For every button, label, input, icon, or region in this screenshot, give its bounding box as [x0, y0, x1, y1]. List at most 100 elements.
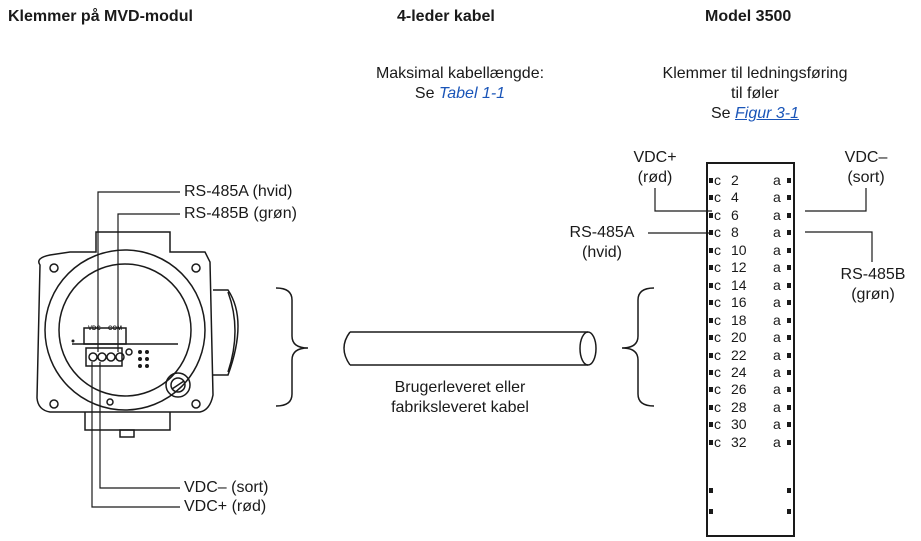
- table-link[interactable]: Tabel 1-1: [438, 85, 506, 102]
- terminal-number: 22: [731, 346, 747, 363]
- figure-reference: Se Figur 3-1: [645, 104, 865, 124]
- terminal-a-marker: [787, 300, 791, 306]
- model-rs485b-label: RS-485B: [840, 266, 906, 283]
- terminal-block: [706, 162, 795, 537]
- terminal-c-marker: [709, 247, 713, 253]
- cable-header: 4-leder kabel: [397, 8, 495, 25]
- mvd-rs485b-label: RS-485B (grøn): [184, 205, 297, 222]
- terminal-c-marker: [709, 369, 713, 375]
- model-wire-leaders: [648, 188, 873, 262]
- supplied-cable-label-2: fabriksleveret kabel: [391, 399, 529, 416]
- mvd-rs485a-label: RS-485A (hvid): [184, 183, 293, 200]
- terminal-c-marker: [709, 230, 713, 236]
- terminal-c-marker: [709, 195, 713, 201]
- terminal-c-label: c: [714, 346, 721, 363]
- terminal-c-label: c: [714, 363, 721, 380]
- terminal-a-label: a: [773, 172, 781, 188]
- terminal-a-label: a: [773, 363, 781, 380]
- terminal-a-label: a: [773, 398, 781, 415]
- terminal-number: 6: [731, 206, 739, 223]
- mvd-header: Klemmer på MVD-modul: [8, 8, 193, 25]
- model-header: Model 3500: [705, 8, 792, 25]
- terminal-c-marker: [709, 212, 713, 218]
- terminal-c-label: c: [714, 259, 721, 276]
- terminal-a-label: a: [773, 206, 781, 223]
- terminal-row: c 22 a: [709, 347, 792, 364]
- model-vdc-plus-color: (rød): [637, 169, 673, 186]
- terminal-c-marker: [709, 282, 713, 288]
- terminal-a-marker: [787, 247, 791, 253]
- terminal-c-label: c: [714, 311, 721, 328]
- figure-link[interactable]: Figur 3-1: [735, 105, 800, 122]
- terminal-number: 4: [731, 189, 739, 206]
- terminal-number: 30: [731, 416, 747, 433]
- terminal-markers: [709, 488, 791, 514]
- terminal-a-marker: [787, 195, 791, 201]
- max-cable-length-label: Maksimal kabellængde:: [375, 65, 545, 82]
- terminal-c-marker: [709, 439, 713, 445]
- terminal-c-marker: [709, 265, 713, 271]
- terminal-a-marker: [787, 212, 791, 218]
- model-vdc-minus-color: (sort): [847, 169, 885, 186]
- terminal-a-marker: [787, 335, 791, 341]
- model-vdc-minus-label: VDC–: [844, 149, 888, 166]
- model-rs485a-label: RS-485A: [569, 224, 635, 241]
- terminal-c-marker: [709, 404, 713, 410]
- sensor-terminals-label-2: til føler: [731, 85, 779, 102]
- terminal-a-marker: [787, 387, 791, 393]
- terminal-number: 14: [731, 276, 747, 293]
- terminal-c-marker: [709, 300, 713, 306]
- terminal-c-label: c: [714, 276, 721, 293]
- terminal-c-label: c: [714, 189, 721, 206]
- terminal-c-marker: [709, 422, 713, 428]
- sensor-terminals-label-1: Klemmer til ledningsføring: [662, 65, 848, 82]
- terminal-number: 2: [731, 172, 739, 188]
- terminal-c-marker: [709, 178, 713, 183]
- terminal-a-marker: [787, 422, 791, 428]
- board-com-label: COM: [108, 326, 122, 332]
- terminal-row: c 32 a: [709, 434, 792, 451]
- supplied-cable-label-1: Brugerleveret eller: [394, 379, 526, 396]
- terminal-row: c 14 a: [709, 277, 792, 294]
- terminal-row: c 12 a: [709, 259, 792, 276]
- mvd-enclosure: [36, 231, 239, 438]
- terminal-a-marker: [787, 282, 791, 288]
- terminal-a-marker: [787, 265, 791, 271]
- terminal-c-label: c: [714, 398, 721, 415]
- terminal-c-label: c: [714, 416, 721, 433]
- terminal-row: c 30 a: [709, 416, 792, 433]
- terminal-a-marker: [787, 439, 791, 445]
- terminal-a-label: a: [773, 294, 781, 311]
- model-rs485a-color: (hvid): [581, 244, 622, 261]
- terminal-number: 10: [731, 241, 747, 258]
- mvd-wire-leaders: [91, 191, 180, 508]
- terminal-a-label: a: [773, 433, 781, 450]
- terminal-a-label: a: [773, 346, 781, 363]
- right-brace: [621, 287, 655, 407]
- terminal-c-marker: [709, 335, 713, 341]
- see-text-2: Se: [710, 105, 731, 122]
- terminal-c-label: c: [714, 433, 721, 450]
- terminal-number: 16: [731, 294, 747, 311]
- terminal-number: 20: [731, 329, 747, 346]
- terminal-number: 32: [731, 433, 747, 450]
- terminal-number: 12: [731, 259, 747, 276]
- terminal-c-label: c: [714, 381, 721, 398]
- terminal-a-label: a: [773, 241, 781, 258]
- terminal-a-label: a: [773, 259, 781, 276]
- terminal-c-marker: [709, 317, 713, 323]
- terminal-c-label: c: [714, 172, 721, 188]
- model-rs485b-color: (grøn): [851, 286, 895, 303]
- terminal-a-label: a: [773, 276, 781, 293]
- terminal-a-label: a: [773, 416, 781, 433]
- terminal-c-label: c: [714, 294, 721, 311]
- see-text: Se: [414, 85, 435, 102]
